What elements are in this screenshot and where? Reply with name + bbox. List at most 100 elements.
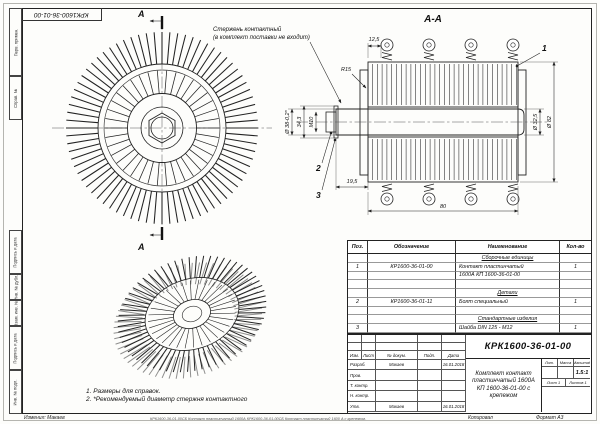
drawing-stroke [212, 68, 239, 90]
drawing-stroke [223, 103, 256, 113]
drawing-stroke [212, 166, 239, 188]
drawing-stroke [194, 256, 197, 278]
drawing-stroke [164, 70, 168, 94]
drawing-stroke [118, 314, 146, 316]
drawing-stroke [171, 33, 179, 65]
drawing-stroke [151, 322, 176, 334]
drawing-stroke [185, 85, 202, 103]
table-cell-code: КР1600-36-01-11 [368, 297, 456, 307]
drawing-stroke [190, 280, 192, 300]
drawing-stroke [122, 85, 139, 103]
drawing-stroke [123, 344, 148, 360]
drawing-stroke [231, 326, 256, 336]
drawing-stroke [220, 153, 251, 168]
drawing-stroke [156, 162, 160, 186]
drawing-stroke [221, 339, 243, 353]
table-cell [348, 306, 368, 316]
table-cell-name: Болт специальный [456, 297, 560, 307]
table-cell-name: 1600А КП 1600-36-01-00 [456, 271, 560, 281]
drawing-stroke [114, 321, 142, 323]
sign-name [376, 391, 418, 402]
drawing-stroke [196, 47, 215, 75]
table-cell [456, 280, 560, 290]
drawing-stroke [143, 280, 161, 296]
lit-value [542, 367, 558, 379]
drawing-stroke [198, 280, 208, 300]
drawing-stroke [234, 307, 263, 314]
sign-date [442, 370, 466, 381]
drawing-stroke [150, 307, 175, 312]
table-cell [456, 306, 560, 316]
drawing-stroke [159, 295, 179, 307]
drawing-stroke [164, 162, 168, 186]
drawing-stroke [152, 347, 168, 369]
drawing-stroke [127, 346, 151, 364]
sign-name: Макаев [376, 401, 418, 412]
drawing-stroke [237, 316, 264, 319]
drawing-stroke [114, 331, 142, 340]
change-cell [442, 335, 466, 343]
drawing-stroke [91, 170, 116, 194]
drawing-stroke [177, 34, 187, 67]
table-cell-code: КР1600-36-01-00 [368, 262, 456, 272]
drawing-stroke [137, 189, 147, 222]
drawing-stroke [107, 108, 130, 118]
footer-copied: Копировал [468, 415, 493, 421]
drawing-stroke [137, 282, 158, 296]
footer-changed: Изменил: Макаев [24, 415, 65, 421]
drawing-stroke [215, 268, 234, 289]
change-cell [418, 343, 442, 351]
mass-label: Масса [558, 359, 574, 367]
drawing-stroke [81, 75, 109, 94]
drawing-stroke [156, 70, 160, 94]
hub-inner-circle [140, 106, 184, 150]
table-cell-qty: 1 [560, 324, 591, 333]
drawing-stroke [215, 75, 243, 94]
drawing-stroke [105, 118, 129, 123]
drawing-stroke [73, 153, 104, 168]
drawing-stroke [142, 277, 162, 292]
margin-box-vzam-inv: Взам. инв. № [9, 300, 22, 326]
dim-80: 80 [440, 204, 447, 210]
drawing-stroke [468, 42, 474, 48]
table-cell [348, 280, 368, 290]
drawing-stroke [208, 294, 233, 306]
drawing-stroke [145, 191, 153, 223]
org-name-area [542, 387, 590, 412]
title-name-line2: пластинчатый 1600А [472, 378, 535, 384]
drawing-stroke [111, 144, 132, 156]
drawing-stroke [192, 43, 209, 72]
drawing-stroke [423, 183, 435, 192]
drawing-stroke [201, 281, 216, 301]
drawing-stroke [220, 88, 251, 103]
drawing-stroke [422, 38, 436, 52]
drawing-stroke [184, 328, 190, 349]
drawing-stroke [85, 166, 112, 188]
drawing-stroke [131, 340, 155, 357]
drawing-stroke [122, 39, 137, 70]
drawing-stroke [187, 350, 190, 372]
drawing-stroke [146, 346, 164, 367]
table-cell [368, 254, 456, 263]
drawing-stroke [148, 314, 174, 316]
sheets-label: Листов 1 [566, 379, 590, 387]
sheet-label: Лист 1 [542, 379, 566, 387]
drawing-stroke [195, 133, 219, 138]
drawing-stroke [202, 347, 210, 368]
drawing-stroke [68, 103, 101, 113]
drawing-stroke [234, 280, 260, 294]
drawing-stroke [156, 324, 178, 340]
title-meta: Лит. Масса Масштаб 1.5:1 Лист 1 Листов 1 [542, 359, 590, 412]
drawing-stroke [212, 257, 225, 280]
drawing-stroke [96, 57, 120, 82]
drawing-stroke [187, 39, 202, 70]
drawing-stroke [182, 188, 194, 219]
table-cell [560, 272, 591, 281]
drawing-stroke [147, 161, 154, 184]
title-name-line1: Комплект контакт [475, 370, 532, 377]
drawing-stroke [154, 301, 177, 310]
iso-spokes [148, 279, 236, 349]
drawing-stroke [102, 51, 124, 78]
drawing-stroke [117, 321, 146, 328]
